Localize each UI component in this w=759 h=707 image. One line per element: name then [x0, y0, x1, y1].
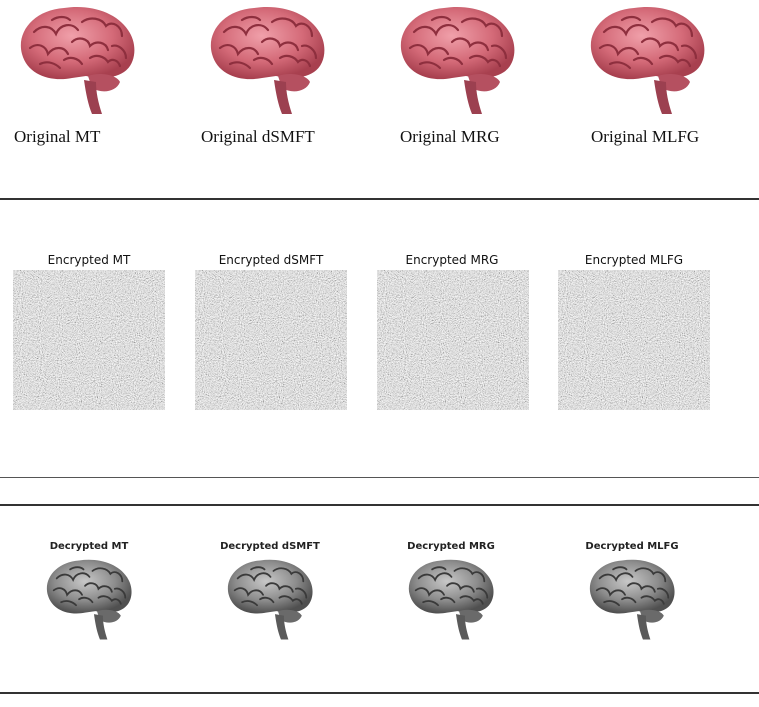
decrypted-brain-image-mt	[32, 556, 144, 648]
section-divider-3	[0, 504, 759, 506]
encrypted-noise-image-mt	[13, 270, 165, 410]
original-brain-image-2	[202, 2, 330, 124]
original-brain-image-4	[582, 2, 710, 124]
original-label-mrg: Original MRG	[400, 127, 500, 146]
original-brain-image-3	[392, 2, 520, 124]
original-label-dsmft: Original dSMFT	[201, 127, 315, 146]
encrypted-noise-image-mrg	[377, 270, 529, 410]
encrypted-title-mlfg: Encrypted MLFG	[584, 253, 684, 267]
encrypted-noise-image-dsmft	[195, 270, 347, 410]
encrypted-title-mt: Encrypted MT	[47, 253, 131, 267]
section-divider-4	[0, 692, 759, 694]
decrypted-brain-image-mlfg	[575, 556, 687, 648]
encrypted-title-dsmft: Encrypted dSMFT	[218, 253, 324, 267]
original-brain-image-1	[12, 2, 140, 124]
encrypted-noise-image-mlfg	[558, 270, 710, 410]
decrypted-title-mlfg: Decrypted MLFG	[585, 541, 679, 552]
original-label-mt: Original MT	[14, 127, 101, 146]
decrypted-brain-image-mrg	[394, 556, 506, 648]
decrypted-title-mrg: Decrypted MRG	[407, 541, 495, 552]
encrypted-title-mrg: Encrypted MRG	[405, 253, 499, 267]
section-divider-2	[0, 477, 759, 478]
decrypted-brain-image-dsmft	[213, 556, 325, 648]
original-label-mlfg: Original MLFG	[591, 127, 700, 146]
section-divider-1	[0, 198, 759, 200]
decrypted-title-dsmft: Decrypted dSMFT	[220, 541, 320, 552]
decrypted-title-mt: Decrypted MT	[49, 541, 129, 552]
